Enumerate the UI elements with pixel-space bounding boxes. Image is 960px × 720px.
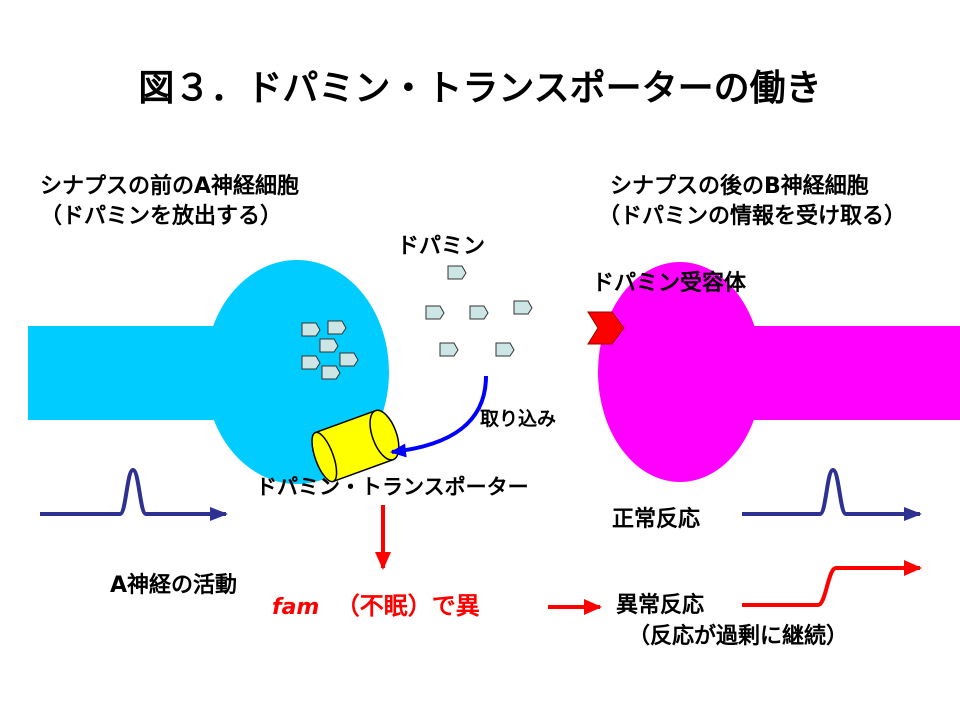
- neuron-a-label-line1: シナプスの前のA神経細胞: [40, 173, 299, 199]
- dopamine-molecule: [425, 305, 445, 320]
- dopamine-molecule: [301, 322, 321, 337]
- dopamine-receptor: [587, 311, 625, 345]
- abnormal-response-signal: [742, 560, 922, 607]
- dopamine-molecule: [301, 355, 321, 370]
- mutation-label: fam （不眠）で異: [272, 592, 480, 620]
- neuron-b-label-line1: シナプスの後のB神経細胞: [610, 173, 869, 199]
- uptake-arrow: [390, 375, 488, 458]
- a-activity-signal: [40, 467, 228, 521]
- neuron-b: [598, 262, 960, 482]
- transporter-label: ドパミン・トランスポーター: [256, 475, 529, 499]
- normal-response-signal: [742, 467, 922, 521]
- dopamine-molecule: [327, 320, 347, 335]
- dopamine-molecule: [319, 338, 339, 353]
- abnormal-response-label-line2: （反応が過剰に継続）: [628, 623, 848, 649]
- dopamine-molecule: [495, 342, 515, 357]
- dopamine-molecule: [469, 305, 489, 320]
- mutation-rest: （不眠）で異: [336, 592, 480, 620]
- dopamine-molecule: [447, 265, 467, 280]
- receptor-label: ドパミン受容体: [592, 270, 747, 296]
- dopamine-molecule: [339, 352, 359, 367]
- neuron-b-label-line2: （ドパミンの情報を受け取る）: [598, 203, 906, 229]
- vesicle-dopamine-cluster: [301, 320, 359, 380]
- released-dopamine-cluster: [425, 265, 533, 357]
- abnormal-response-label-line1: 異常反応: [616, 592, 704, 618]
- neuron-b-body: [598, 262, 762, 482]
- figure-title: 図３．ドパミン・トランスポーターの働き: [138, 67, 821, 109]
- dopamine-molecule: [321, 365, 341, 380]
- neuron-a-axon: [28, 326, 218, 420]
- neuron-a-label-line2: （ドパミンを放出する）: [40, 203, 282, 229]
- uptake-label: 取り込み: [480, 408, 556, 430]
- dopamine-molecule: [439, 342, 459, 357]
- dopamine-label: ドパミン: [397, 234, 485, 259]
- normal-response-label: 正常反応: [612, 506, 700, 532]
- dopamine-molecule: [513, 300, 533, 315]
- mutation-gene-name: fam: [272, 595, 319, 620]
- a-activity-label: A神経の活動: [110, 572, 237, 598]
